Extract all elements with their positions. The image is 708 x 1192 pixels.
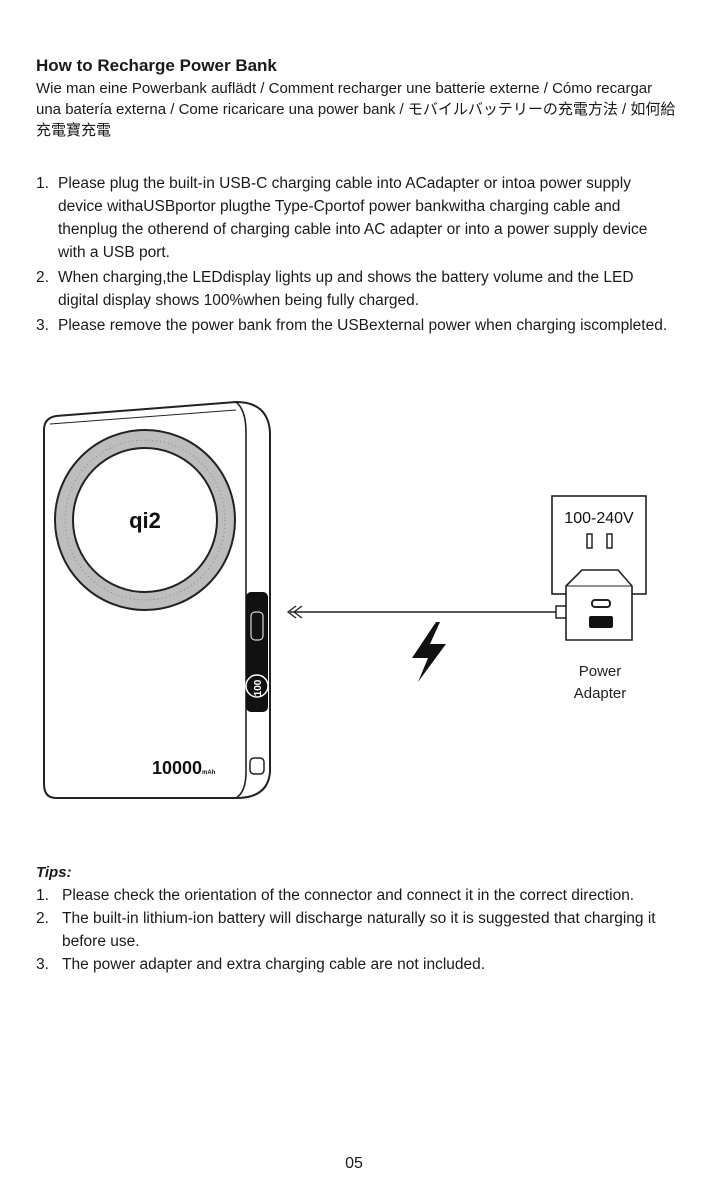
instruction-steps: 1. Please plug the built-in USB-C chargi…: [36, 172, 676, 339]
step-number: 1.: [36, 175, 49, 192]
tip-item: 3. The power adapter and extra charging …: [36, 953, 686, 976]
tip-item: 1. Please check the orientation of the c…: [36, 884, 686, 907]
tips-title: Tips:: [36, 864, 72, 881]
step-text: When charging,the LEDdisplay lights up a…: [58, 269, 634, 309]
step-item: 2. When charging,the LEDdisplay lights u…: [36, 266, 676, 312]
tip-number: 1.: [36, 887, 49, 904]
charging-diagram: qi2 100 10000 mAh 100-240V Power Adapter: [43, 400, 647, 799]
page-number: 05: [345, 1155, 363, 1172]
qi2-logo: qi2: [129, 508, 161, 533]
step-number: 3.: [36, 317, 49, 334]
tip-number: 3.: [36, 956, 49, 973]
plug-pin-icon: [606, 533, 613, 549]
page-title: How to Recharge Power Bank: [36, 56, 277, 75]
usb-a-port-icon: [589, 616, 613, 628]
capacity-label: 10000: [152, 758, 202, 778]
voltage-label: 100-240V: [564, 510, 634, 527]
adapter-label-line1: Power: [579, 663, 622, 680]
adapter-label-line2: Adapter: [574, 685, 627, 702]
step-text: Please remove the power bank from the US…: [58, 317, 668, 334]
capacity-unit: mAh: [202, 770, 216, 776]
tip-text: The built-in lithium-ion battery will di…: [62, 910, 656, 950]
usb-c-port-icon: [591, 599, 611, 608]
multilingual-subtitle: Wie man eine Powerbank auflädt / Comment…: [36, 80, 676, 139]
tip-item: 2. The built-in lithium-ion battery will…: [36, 907, 686, 953]
step-number: 2.: [36, 269, 49, 286]
lightning-icon: [412, 622, 446, 682]
tip-text: The power adapter and extra charging cab…: [62, 956, 486, 973]
power-bank-illustration: qi2 100 10000 mAh: [43, 400, 271, 799]
power-adapter-illustration: 100-240V Power Adapter: [551, 495, 647, 702]
step-item: 3. Please remove the power bank from the…: [36, 314, 676, 337]
plug-pin-icon: [586, 533, 593, 549]
step-item: 1. Please plug the built-in USB-C chargi…: [36, 172, 676, 264]
charging-cable: [286, 605, 569, 619]
tip-text: Please check the orientation of the conn…: [62, 887, 635, 904]
display-percentage: 100: [253, 679, 264, 696]
tips-list: 1. Please check the orientation of the c…: [36, 884, 686, 976]
tip-number: 2.: [36, 910, 49, 927]
step-text: Please plug the built-in USB-C charging …: [58, 175, 648, 261]
usb-c-port-icon: [249, 757, 265, 775]
